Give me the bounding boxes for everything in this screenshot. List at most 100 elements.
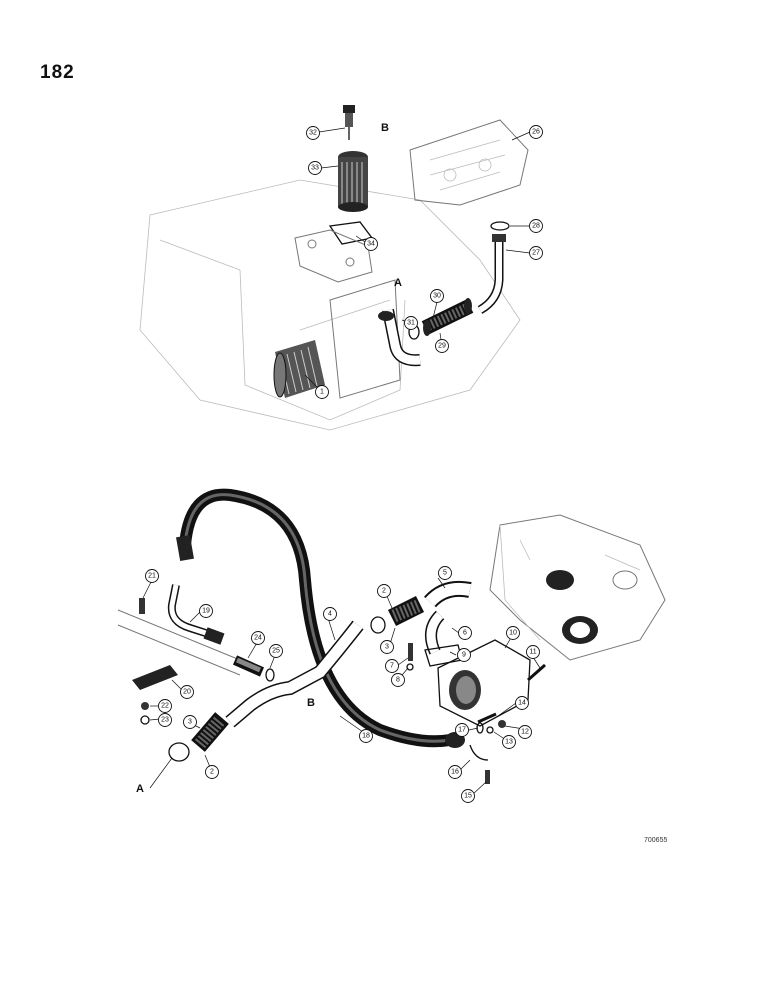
svg-text:9: 9: [462, 652, 466, 659]
svg-text:21: 21: [148, 573, 156, 580]
svg-text:2: 2: [382, 588, 386, 595]
callout-1: 1: [315, 385, 329, 399]
hose-part-3-upper: [387, 595, 425, 627]
callout-29: 29: [435, 339, 449, 353]
svg-text:12: 12: [521, 729, 529, 736]
washer-part-23: [140, 715, 150, 725]
svg-text:18: 18: [362, 733, 370, 740]
nut-part-12: [498, 720, 506, 728]
page-number: 182: [40, 62, 75, 83]
reference-letter-b-lower: B: [307, 697, 315, 709]
lower-leader-lines: [142, 577, 541, 796]
callout-24: 24: [251, 631, 265, 645]
lower-illustration: 21 19 24 25 4 2 5 3 6 10 7 9 8 11 20 22 …: [117, 488, 666, 803]
callout-33: 33: [308, 161, 322, 175]
callout-34: 34: [364, 237, 378, 251]
callout-12: 12: [518, 725, 532, 739]
hose-part-29: [421, 298, 474, 336]
svg-text:10: 10: [509, 630, 517, 637]
callout-2-lower: 2: [205, 765, 219, 779]
filter-cap-part-32: [343, 105, 355, 140]
nut-part-22: [141, 702, 149, 710]
svg-text:26: 26: [532, 129, 540, 136]
svg-text:20: 20: [183, 689, 191, 696]
svg-text:17: 17: [458, 727, 466, 734]
callout-23: 23: [158, 713, 172, 727]
callout-8: 8: [391, 673, 405, 687]
svg-text:29: 29: [438, 343, 446, 350]
svg-text:16: 16: [451, 769, 459, 776]
svg-text:11: 11: [529, 649, 536, 656]
callout-30: 30: [430, 289, 444, 303]
callout-10: 10: [506, 626, 520, 640]
figure-code: 700655: [644, 837, 668, 844]
mounting-bracket: [117, 609, 241, 676]
control-valve-part-26: [409, 119, 529, 206]
callout-15: 15: [461, 789, 475, 803]
svg-text:3: 3: [188, 719, 192, 726]
svg-text:13: 13: [505, 739, 513, 746]
reference-letter-a-lower: A: [136, 783, 144, 795]
callout-4: 4: [323, 607, 337, 621]
callout-13: 13: [502, 735, 516, 749]
svg-text:4: 4: [328, 611, 332, 618]
elbow-part-6: [425, 610, 445, 655]
fitting-part-24: [232, 655, 265, 677]
filter-element-part-33: [338, 151, 368, 212]
svg-text:14: 14: [518, 700, 526, 707]
return-tube-part-27: [477, 234, 506, 314]
svg-text:7: 7: [390, 663, 394, 670]
svg-text:31: 31: [407, 320, 415, 327]
callout-32: 32: [306, 126, 320, 140]
svg-text:25: 25: [272, 648, 280, 655]
svg-text:28: 28: [532, 223, 540, 230]
svg-text:1: 1: [320, 389, 324, 396]
callout-31: 31: [404, 316, 418, 330]
callout-26: 26: [529, 125, 543, 139]
inlet-housing-part-10: [437, 639, 531, 727]
stud-part-14: [477, 712, 497, 724]
hose-clamp-part-2-upper: [370, 616, 386, 634]
stud-part-11: [527, 663, 546, 682]
hose-part-3-lower: [191, 712, 229, 752]
callout-3-lower: 3: [183, 715, 197, 729]
callout-2-upper: 2: [377, 584, 391, 598]
svg-text:2: 2: [210, 769, 214, 776]
o-ring-part-28: [490, 221, 510, 231]
washer-part-8: [406, 663, 414, 671]
svg-text:8: 8: [396, 677, 400, 684]
callout-7: 7: [385, 659, 399, 673]
callout-16: 16: [448, 765, 462, 779]
svg-text:34: 34: [367, 241, 375, 248]
suction-tube-part-4: [225, 620, 364, 728]
svg-text:27: 27: [532, 250, 540, 257]
hose-clamp-part-2-lower: [168, 742, 190, 762]
upper-illustration: 32 33 26 28 27 34 30 31 29 1 B A: [139, 105, 543, 431]
callout-14: 14: [515, 696, 529, 710]
callout-19: 19: [199, 604, 213, 618]
callout-22: 22: [158, 699, 172, 713]
svg-text:5: 5: [443, 570, 447, 577]
svg-text:3: 3: [385, 644, 389, 651]
bolt-part-15: [485, 770, 490, 784]
clip-part-20: [132, 665, 178, 690]
bolt-part-21: [139, 598, 145, 614]
svg-text:19: 19: [202, 608, 210, 615]
callout-27: 27: [529, 246, 543, 260]
o-ring-part-25: [265, 668, 275, 682]
clamp-part-16: [469, 744, 489, 761]
callout-5: 5: [438, 566, 452, 580]
callout-25: 25: [269, 644, 283, 658]
reference-letter-b: B: [381, 122, 389, 134]
callout-6: 6: [458, 626, 472, 640]
svg-text:24: 24: [254, 635, 262, 642]
callout-21: 21: [145, 569, 159, 583]
svg-text:33: 33: [311, 165, 319, 172]
reference-letter-a: A: [394, 277, 402, 289]
svg-text:15: 15: [464, 793, 472, 800]
svg-text:32: 32: [309, 130, 317, 137]
callout-28: 28: [529, 219, 543, 233]
suction-elbow-part-31: [378, 308, 421, 367]
svg-text:6: 6: [463, 630, 467, 637]
